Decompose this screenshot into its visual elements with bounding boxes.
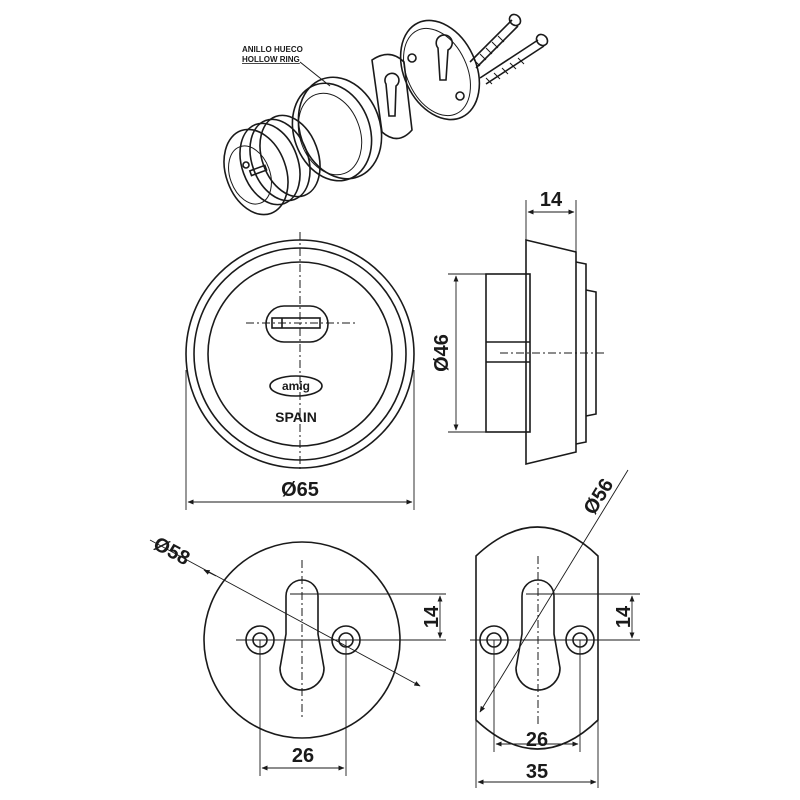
side-depth-label: 14 bbox=[540, 189, 563, 211]
logo-text: amig bbox=[282, 379, 310, 393]
hollow-ring-leader bbox=[299, 61, 331, 87]
exploded-view: ANILLO HUECO HOLLOW RING bbox=[223, 13, 549, 216]
back-plate-iso bbox=[399, 19, 481, 121]
round-plate-height-label: 14 bbox=[421, 605, 443, 628]
round-plate-keyhole bbox=[279, 579, 325, 691]
keyway bbox=[265, 305, 329, 343]
country-text: SPAIN bbox=[275, 409, 317, 425]
oval-plate-view: Ø56 14 26 35 bbox=[470, 469, 640, 788]
front-view: amig SPAIN Ø65 bbox=[185, 232, 415, 510]
cylinder-side bbox=[485, 273, 531, 433]
oval-plate-height-label: 14 bbox=[613, 605, 635, 628]
brand-logo bbox=[269, 375, 323, 397]
round-plate-spacing-label: 26 bbox=[292, 745, 314, 767]
oval-plate-keyhole bbox=[515, 579, 561, 691]
round-plate-view: Ø58 14 26 bbox=[150, 533, 446, 776]
cylinder-iso bbox=[223, 114, 321, 216]
front-diameter-label: Ø65 bbox=[281, 479, 319, 501]
oval-plate-diameter-label: Ø56 bbox=[580, 475, 619, 519]
screws bbox=[469, 13, 549, 85]
round-plate-diameter-label: Ø58 bbox=[150, 533, 194, 570]
oval-plate-width-label: 35 bbox=[526, 761, 548, 783]
hollow-ring-label-es: ANILLO HUECO bbox=[242, 45, 303, 54]
side-diameter-label: Ø46 bbox=[431, 334, 453, 372]
rosette-side bbox=[525, 238, 577, 466]
hollow-ring-label-en: HOLLOW RING bbox=[242, 55, 300, 64]
oval-plate-spacing-label: 26 bbox=[526, 729, 548, 751]
side-view: 14 Ø46 bbox=[431, 189, 604, 466]
oval-plate-iso bbox=[371, 53, 413, 140]
hollow-ring-iso bbox=[291, 76, 383, 182]
